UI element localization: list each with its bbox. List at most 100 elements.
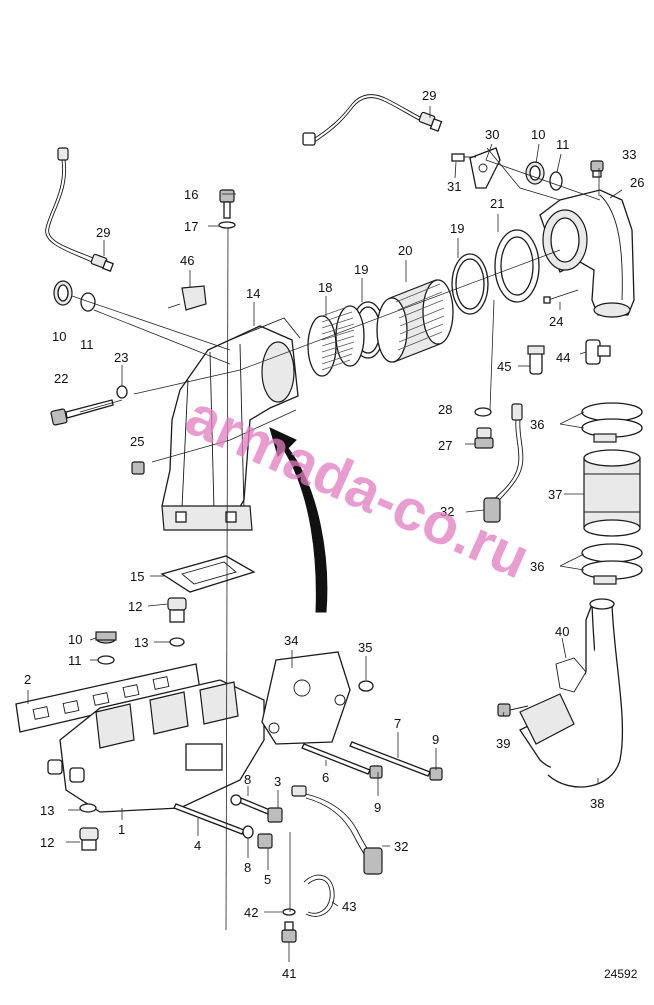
drawing-number: 24592 bbox=[604, 967, 638, 981]
part-bolt-22 bbox=[50, 385, 128, 426]
part-coil-18 bbox=[307, 305, 365, 377]
callout-32-lower: 32 bbox=[394, 839, 408, 854]
part-stud-24 bbox=[543, 289, 579, 304]
callout-8-lower: 8 bbox=[244, 860, 251, 875]
callout-44: 44 bbox=[556, 350, 570, 365]
part-bracket-34 bbox=[261, 651, 351, 745]
callout-11-top: 11 bbox=[556, 137, 570, 152]
part-nut-5 bbox=[257, 833, 273, 849]
part-bolt-3 bbox=[230, 794, 283, 823]
part-nut-35 bbox=[358, 680, 374, 692]
part-sensor-cable-32-lower bbox=[291, 785, 383, 875]
callout-24: 24 bbox=[549, 314, 563, 329]
callout-10-lower: 10 bbox=[68, 632, 82, 647]
callout-11-left: 11 bbox=[80, 337, 94, 352]
part-nut-25 bbox=[131, 461, 145, 475]
part-oxygen-sensor-left bbox=[45, 147, 114, 272]
callout-20: 20 bbox=[398, 243, 412, 258]
callout-10-top: 10 bbox=[531, 127, 545, 142]
callout-19-right: 19 bbox=[450, 221, 464, 236]
part-bolt-39 bbox=[497, 703, 529, 717]
part-exhaust-manifold-1 bbox=[47, 679, 265, 813]
callout-17: 17 bbox=[184, 219, 198, 234]
callout-11-lower: 11 bbox=[68, 653, 82, 668]
part-hose-37 bbox=[583, 449, 641, 537]
part-o-ring-28 bbox=[474, 407, 492, 417]
callout-32-upper: 32 bbox=[440, 504, 454, 519]
part-seal-ring-left bbox=[53, 280, 96, 312]
part-stud-4 bbox=[173, 803, 245, 835]
part-gasket-15 bbox=[160, 555, 256, 593]
part-catalyst-20 bbox=[376, 279, 454, 363]
callout-30: 30 bbox=[485, 127, 499, 142]
callout-34: 34 bbox=[284, 633, 298, 648]
part-washer-42 bbox=[282, 908, 296, 916]
part-bracket-46 bbox=[167, 285, 207, 311]
part-stud-7 bbox=[349, 741, 443, 781]
callout-38: 38 bbox=[590, 796, 604, 811]
callout-42: 42 bbox=[244, 905, 258, 920]
part-plug-27 bbox=[474, 427, 494, 449]
callout-33: 33 bbox=[622, 147, 636, 162]
callout-41: 41 bbox=[282, 966, 296, 981]
part-cap-10-lower bbox=[95, 631, 117, 665]
part-hose-clamp-36-lower bbox=[581, 543, 643, 585]
callout-3: 3 bbox=[274, 774, 281, 789]
part-exhaust-pipe-14 bbox=[161, 317, 301, 531]
callout-29-top: 29 bbox=[422, 88, 436, 103]
part-plug-41 bbox=[281, 921, 297, 943]
callout-23: 23 bbox=[114, 350, 128, 365]
callout-28: 28 bbox=[438, 402, 452, 417]
callout-29-left: 29 bbox=[96, 225, 110, 240]
part-washer-8-lower bbox=[242, 825, 254, 839]
part-clip-43 bbox=[303, 874, 335, 917]
part-plug-12-lower bbox=[79, 803, 99, 851]
callout-18: 18 bbox=[318, 280, 332, 295]
callout-14: 14 bbox=[246, 286, 260, 301]
callout-46: 46 bbox=[180, 253, 194, 268]
callout-43: 43 bbox=[342, 899, 356, 914]
callout-16: 16 bbox=[184, 187, 198, 202]
callout-10-left: 10 bbox=[52, 329, 66, 344]
callout-25: 25 bbox=[130, 434, 144, 449]
callout-5: 5 bbox=[264, 872, 271, 887]
callout-9-right: 9 bbox=[432, 732, 439, 747]
callout-27: 27 bbox=[438, 438, 452, 453]
callout-7: 7 bbox=[394, 716, 401, 731]
callout-40: 40 bbox=[555, 624, 569, 639]
callout-35: 35 bbox=[358, 640, 372, 655]
callout-9-lower: 9 bbox=[374, 800, 381, 815]
part-hose-clamp-36-upper bbox=[581, 402, 643, 443]
callout-8-upper: 8 bbox=[244, 772, 251, 787]
callout-2: 2 bbox=[24, 672, 31, 687]
part-fitting-45 bbox=[527, 345, 545, 375]
callout-12-lower: 12 bbox=[40, 835, 54, 850]
part-oxygen-sensor-right bbox=[302, 94, 443, 146]
callout-36-upper: 36 bbox=[530, 417, 544, 432]
callout-21: 21 bbox=[490, 196, 504, 211]
part-pipe-38 bbox=[519, 598, 624, 788]
part-exhaust-elbow-26 bbox=[539, 189, 635, 318]
callout-45: 45 bbox=[497, 359, 511, 374]
assembly-arrow bbox=[269, 427, 328, 613]
callout-31: 31 bbox=[447, 179, 461, 194]
callout-13-upper: 13 bbox=[134, 635, 148, 650]
callout-labels: 29 30 10 11 33 31 26 16 17 21 29 19 20 4… bbox=[24, 88, 644, 981]
leader-lines bbox=[27, 106, 623, 962]
part-gasket-40 bbox=[555, 657, 587, 693]
callout-15: 15 bbox=[130, 569, 144, 584]
callout-6: 6 bbox=[322, 770, 329, 785]
callout-39: 39 bbox=[496, 736, 510, 751]
callout-19-left: 19 bbox=[354, 262, 368, 277]
callout-26: 26 bbox=[630, 175, 644, 190]
part-plug-33 bbox=[590, 160, 604, 178]
callout-12-upper: 12 bbox=[128, 599, 142, 614]
part-stud-6 bbox=[301, 743, 383, 779]
callout-22: 22 bbox=[54, 371, 68, 386]
callout-37: 37 bbox=[548, 487, 562, 502]
callout-13-lower: 13 bbox=[40, 803, 54, 818]
part-plug-12-upper bbox=[167, 597, 187, 647]
part-sensor-cable-32-upper bbox=[483, 403, 524, 523]
